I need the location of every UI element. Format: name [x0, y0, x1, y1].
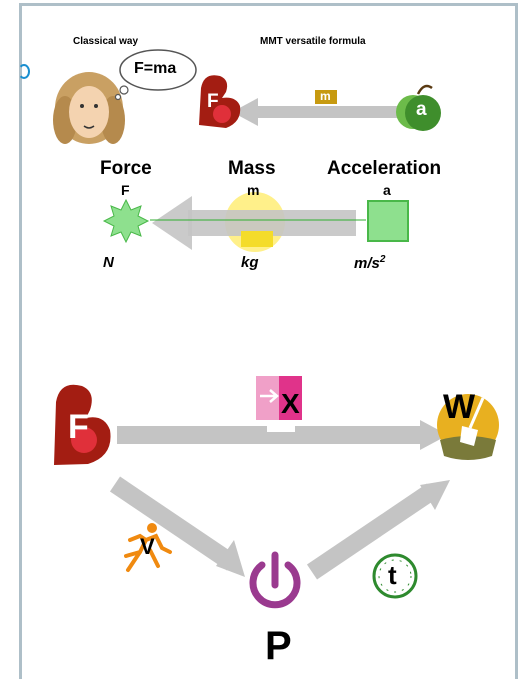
- power-icon: [249, 551, 301, 609]
- mass-unit: kg: [241, 254, 259, 271]
- bullet-icon: [18, 64, 30, 79]
- power-letter: P: [265, 624, 292, 668]
- mass-title: Mass: [228, 158, 276, 179]
- speech-bubble: [114, 49, 197, 101]
- flexed-arm-icon: [199, 75, 241, 128]
- clock-icon: [372, 553, 418, 599]
- mass-symbol: m: [247, 182, 260, 198]
- force-to-power-arrow: [109, 476, 245, 577]
- acceleration-unit-exponent: 2: [379, 254, 386, 265]
- force-star-icon: [102, 198, 150, 244]
- top-fist-letter: F: [207, 91, 219, 112]
- work-shovel-icon: [437, 394, 499, 460]
- velocity-letter: V: [140, 534, 155, 559]
- acceleration-symbol: a: [383, 182, 391, 198]
- flexed-arm-icon-large: [54, 384, 111, 465]
- force-symbol: F: [121, 182, 130, 198]
- displacement-letter: X: [281, 388, 300, 419]
- running-man-icon: [124, 523, 172, 572]
- mmt-formula-heading: MMT versatile formula: [260, 36, 366, 47]
- speech-bubble-text: F=ma: [134, 60, 177, 77]
- acceleration-title: Acceleration: [327, 158, 442, 179]
- newton-portrait-icon: [52, 68, 125, 144]
- acceleration-square: [367, 200, 409, 242]
- apple-icon: [396, 84, 441, 131]
- apple-letter: a: [416, 99, 427, 120]
- work-letter: W: [443, 388, 476, 426]
- force-unit: N: [103, 254, 114, 271]
- force-letter: F: [68, 408, 89, 446]
- power-to-work-arrow: [306, 480, 450, 580]
- mass-tag-letter: m: [320, 89, 331, 103]
- time-letter: t: [388, 560, 397, 590]
- mass-bar: [241, 231, 273, 247]
- displacement-gap: [267, 422, 295, 432]
- top-arrow: [232, 98, 400, 126]
- mass-tag: [315, 90, 337, 104]
- classical-way-heading: Classical way: [73, 36, 139, 47]
- force-title: Force: [100, 158, 152, 179]
- middle-arrow: [152, 196, 356, 250]
- force-to-work-arrow: [117, 420, 448, 450]
- displacement-icon: [256, 376, 302, 420]
- acceleration-unit: m/s2: [354, 254, 386, 272]
